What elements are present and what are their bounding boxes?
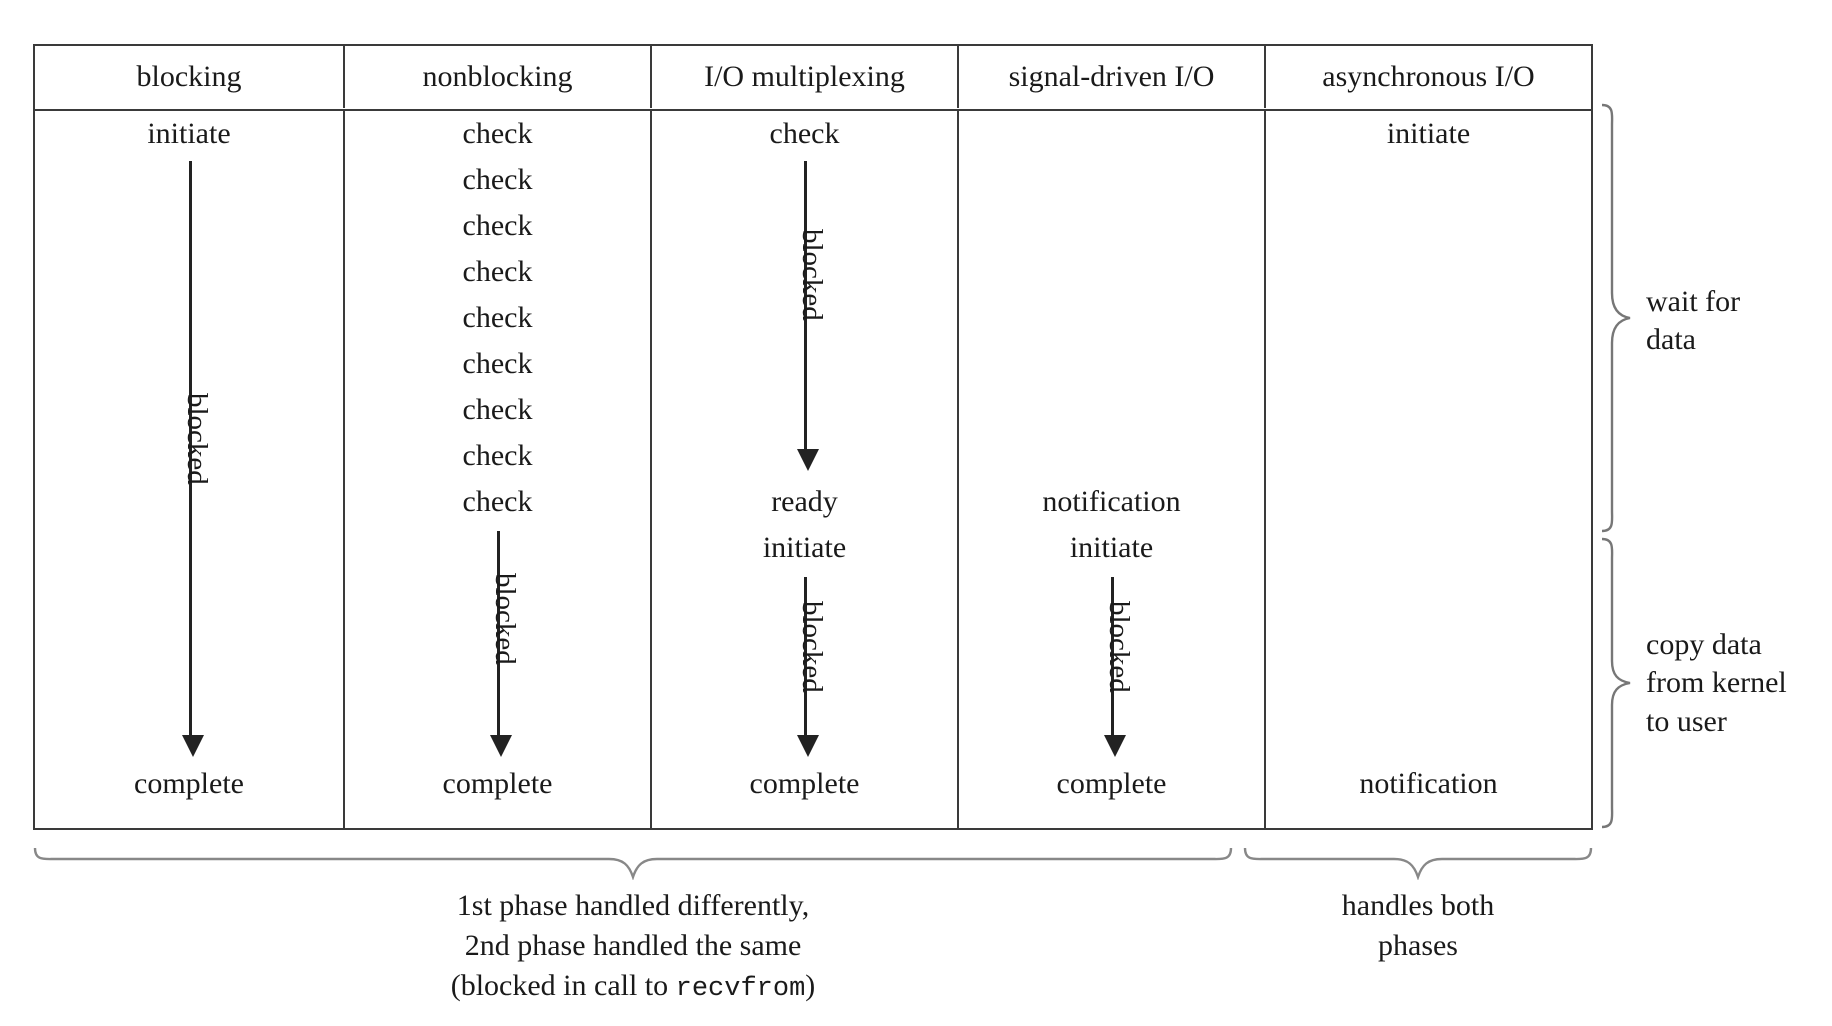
brace-first-phase (33, 846, 1233, 880)
io-multiplexing-copy-arrow (797, 577, 819, 757)
column-header-io-multiplexing: I/O multiplexing (652, 46, 959, 108)
column-header-asynchronous-io: asynchronous I/O (1322, 60, 1535, 93)
event-check: check (462, 393, 533, 426)
signal-driven-arrow (1104, 577, 1126, 757)
brace-label-line: copy data (1646, 628, 1762, 661)
column-header-signal-driven-io: signal-driven I/O (959, 46, 1266, 108)
io-multiplexing-copy-arrow-label: blocked (796, 601, 828, 693)
event-complete: complete (749, 767, 860, 800)
table-header-row: blocking nonblocking I/O multiplexing si… (35, 46, 1591, 111)
column-header-blocking: blocking (35, 46, 345, 108)
brace-copy-data (1600, 537, 1634, 829)
caption-both-phases: handles both phases (1243, 886, 1593, 966)
nonblocking-arrow (490, 531, 512, 757)
caption-line: 1st phase handled differently, (456, 889, 810, 922)
event-check: check (462, 439, 533, 472)
blocking-arrow-label: blocked (181, 393, 213, 485)
event-initiate: initiate (147, 117, 231, 150)
event-check: check (462, 347, 533, 380)
caption-text-prefix: (blocked in call to (450, 968, 676, 1002)
io-multiplexing-wait-arrow-label: blocked (796, 229, 828, 321)
caption-line-with-code: (blocked in call to recvfrom) (33, 966, 1233, 1008)
brace-label-line: from kernel (1646, 666, 1787, 700)
event-check: check (462, 255, 533, 288)
caption-line: phases (1378, 928, 1458, 962)
brace-label-line: wait for (1646, 285, 1741, 318)
event-initiate: initiate (1069, 531, 1154, 564)
brace-both-phases (1243, 846, 1593, 880)
column-header-nonblocking: nonblocking (345, 46, 652, 108)
event-check: check (462, 163, 533, 196)
caption-first-phase: 1st phase handled differently, 2nd phase… (33, 886, 1233, 1008)
column-io-multiplexing: check blocked ready initiate blocked com… (652, 111, 959, 828)
event-check: check (462, 209, 533, 242)
column-asynchronous-io: initiate notification (1266, 111, 1591, 828)
brace-wait-for-data (1600, 103, 1634, 533)
event-initiate: initiate (1386, 117, 1471, 150)
table-body-row: initiate blocked complete check check ch… (35, 111, 1591, 828)
event-check: check (769, 117, 840, 150)
event-check: check (462, 301, 533, 334)
column-blocking: initiate blocked complete (35, 111, 345, 828)
brace-label-copy-data: copy data from kernel to user (1646, 626, 1787, 741)
event-notification: notification (1359, 767, 1498, 800)
signal-driven-arrow-label: blocked (1103, 601, 1135, 693)
event-check: check (462, 485, 533, 518)
event-check: check (462, 117, 533, 150)
code-recvfrom: recvfrom (675, 973, 806, 1004)
event-initiate: initiate (762, 531, 847, 564)
column-signal-driven-io: notification initiate blocked complete (959, 111, 1266, 828)
nonblocking-arrow-label: blocked (489, 573, 521, 665)
event-ready: ready (771, 485, 838, 518)
caption-text-suffix: ) (805, 968, 816, 1002)
column-nonblocking: check check check check check check chec… (345, 111, 652, 828)
caption-line: handles both (1341, 889, 1495, 922)
brace-label-line: to user (1646, 704, 1727, 738)
blocking-arrow (182, 161, 204, 757)
event-complete: complete (134, 767, 244, 800)
event-complete: complete (442, 767, 553, 800)
event-notification: notification (1042, 485, 1181, 518)
caption-line: 2nd phase handled the same (464, 928, 802, 962)
brace-label-line: data (1646, 323, 1696, 357)
io-multiplexing-wait-arrow (797, 161, 819, 471)
event-complete: complete (1056, 767, 1167, 800)
brace-label-wait-for-data: wait for data (1646, 283, 1740, 360)
io-models-table: blocking nonblocking I/O multiplexing si… (33, 44, 1593, 830)
